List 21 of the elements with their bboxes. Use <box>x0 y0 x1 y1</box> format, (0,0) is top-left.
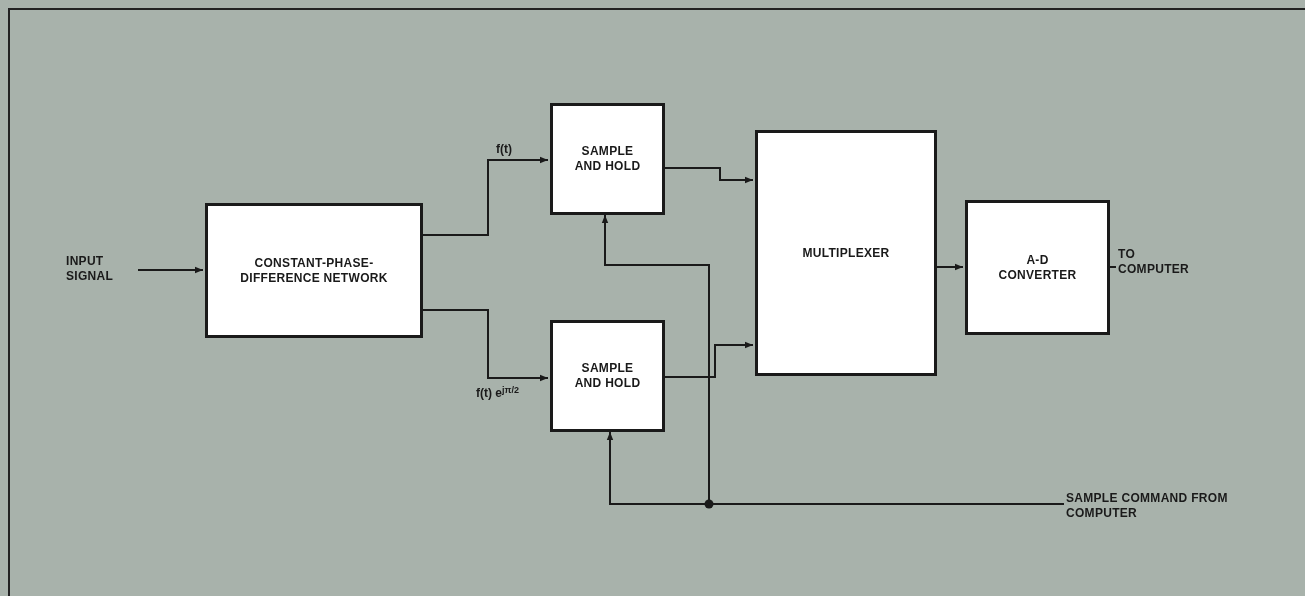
connector-arrow <box>664 167 754 184</box>
connector-arrow <box>422 156 549 236</box>
block-text: INPUT SIGNAL <box>66 254 115 284</box>
block-box <box>550 320 665 432</box>
connector-arrow <box>664 341 754 378</box>
block-box <box>755 130 937 376</box>
connector-arrow <box>422 309 549 382</box>
block-box <box>205 203 423 338</box>
block-text: CONSTANT-PHASE-DIFFERENCE NETWORK <box>239 255 389 286</box>
block-box <box>965 200 1110 335</box>
block-text: TO COMPUTER <box>1118 247 1191 277</box>
connector-arrow <box>936 263 964 271</box>
connector-arrow <box>137 266 204 274</box>
block-box <box>550 103 665 215</box>
block-text: MULTIPLEXER <box>802 245 890 261</box>
block-text: SAMPLE COMMAND FROM COMPUTER <box>1066 491 1229 521</box>
edge-label: f(t) <box>496 141 512 158</box>
block-text: SAMPLE AND HOLD <box>573 361 642 391</box>
block-text: A-D CONVERTER <box>997 252 1078 283</box>
block-text: SAMPLE AND HOLD <box>573 144 642 174</box>
edge-label: f(t) e$^{jπ/2}$ <box>476 384 519 402</box>
